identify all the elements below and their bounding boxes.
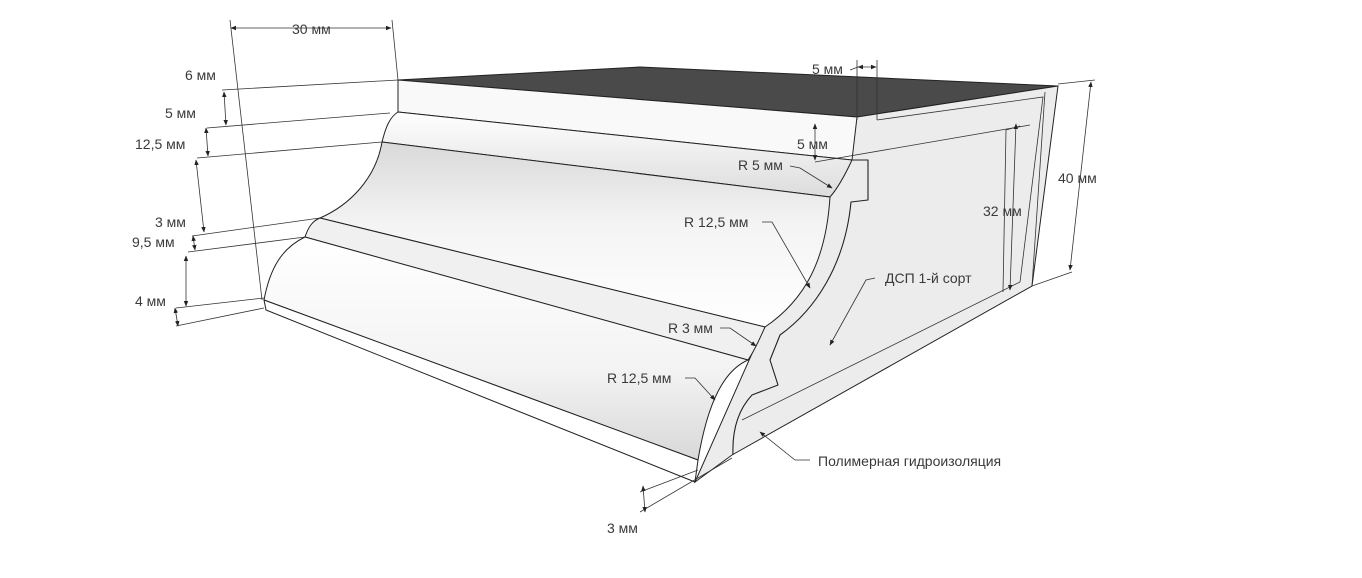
leader-r3 xyxy=(720,327,757,347)
ext-3-bottom-b xyxy=(639,457,733,513)
label-r-lower-bead: R 3 мм xyxy=(668,320,713,336)
ext-6 xyxy=(221,79,399,91)
label-side-offset-inner: 5 мм xyxy=(797,136,828,152)
ext-4b xyxy=(175,307,265,327)
ext-5 xyxy=(206,112,391,129)
label-lower-band: 9,5 мм xyxy=(132,234,175,250)
radius-leaders xyxy=(685,165,876,461)
dim-5 xyxy=(204,127,210,157)
ext-5-inner xyxy=(814,124,1031,163)
label-upper-band: 5 мм xyxy=(165,105,196,121)
leader-r125-upper xyxy=(762,221,811,289)
dim-3 xyxy=(191,235,197,251)
label-side-offset-top: 5 мм xyxy=(812,61,843,77)
label-upper-cove: 12,5 мм xyxy=(135,136,185,152)
labels: 30 мм 6 мм 5 мм 12,5 мм 3 мм 9,5 мм 4 мм… xyxy=(132,21,1097,536)
leader-r125-lower xyxy=(685,377,716,401)
coating-inner-contour xyxy=(741,96,1044,421)
dim-40 xyxy=(1068,81,1093,271)
ext-right-top xyxy=(391,19,399,81)
label-bottom-offset: 3 мм xyxy=(607,520,638,536)
dimension-lines xyxy=(173,19,1096,513)
dim-4 xyxy=(173,307,180,327)
dim-6 xyxy=(222,91,228,126)
ext-40-top xyxy=(1057,79,1096,85)
bottom-strip-face xyxy=(263,299,699,483)
side-ridge xyxy=(1031,91,1046,287)
dim-12 xyxy=(194,159,206,233)
label-inner-height: 32 мм xyxy=(983,203,1022,219)
ext-left-top xyxy=(229,19,263,301)
label-r-lower-cove: R 12,5 мм xyxy=(607,370,671,386)
ext-95 xyxy=(187,236,306,253)
label-small-step: 3 мм xyxy=(155,214,186,230)
leader-core xyxy=(829,277,876,346)
label-coating-material: Полимерная гидроизоляция xyxy=(818,453,1001,469)
label-r-upper-cove: R 12,5 мм xyxy=(684,214,748,230)
dim-32 xyxy=(1007,123,1019,291)
label-core-material: ДСП 1-й сорт xyxy=(885,270,972,286)
leader-r5 xyxy=(789,165,833,189)
molding-body xyxy=(263,66,1059,484)
end-profile-outline xyxy=(732,159,869,456)
leader-coating xyxy=(759,431,810,461)
label-top-layer: 6 мм xyxy=(185,67,216,83)
label-total-height: 40 мм xyxy=(1058,170,1097,186)
ext-12 xyxy=(196,141,383,159)
ext-3 xyxy=(191,217,321,237)
leader-5-top xyxy=(849,66,859,71)
ext-40-bottom xyxy=(1031,271,1073,287)
label-top-width: 30 мм xyxy=(292,21,331,37)
ext-3-bottom-a xyxy=(639,469,699,493)
dim-3-bottom xyxy=(641,485,647,513)
label-bottom-layer: 4 мм xyxy=(135,293,166,309)
ext-4a xyxy=(175,297,265,309)
end-face xyxy=(693,85,1059,484)
label-r-upper-bead: R 5 мм xyxy=(738,157,783,173)
